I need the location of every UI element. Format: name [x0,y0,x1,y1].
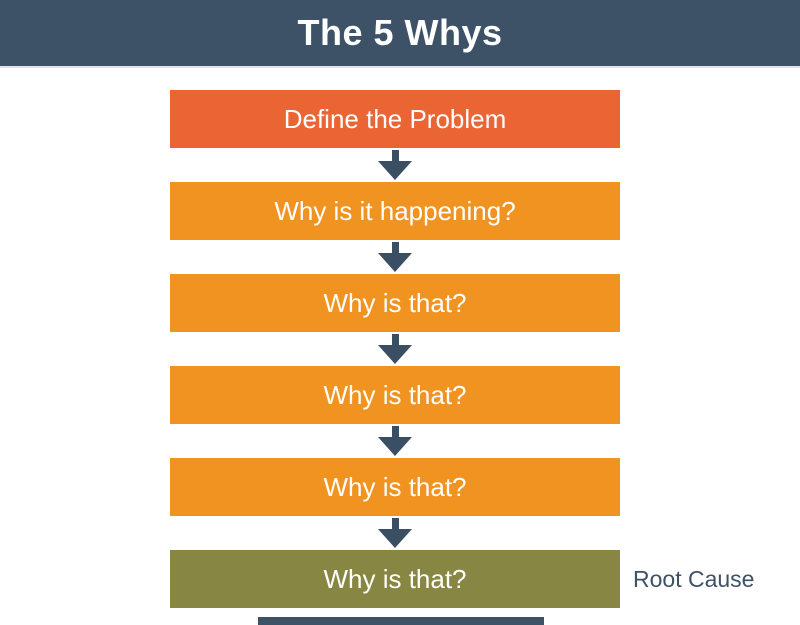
step-box: Define the Problem [170,90,620,148]
step-label: Define the Problem [283,103,507,134]
arrow-down-icon [378,148,412,182]
flow: Define the Problem Why is it happening? … [170,90,620,608]
step-label: Why is that? [323,563,467,594]
step-box: Why is that? [170,274,620,332]
step-label: Why is that? [323,471,467,502]
step-label: Why is that? [323,287,467,318]
step-label: Why is that? [323,379,467,410]
step-label: Why is it happening? [274,195,516,226]
arrow-down-icon [378,332,412,366]
footer-band [258,617,544,625]
title-band: The 5 Whys [0,0,800,68]
arrow-down-icon [378,240,412,274]
arrow-down-icon [378,424,412,458]
root-cause-label: Root Cause [633,566,755,592]
page-title: The 5 Whys [297,12,503,53]
arrow-down-icon [378,516,412,550]
step-box: Why is that? [170,458,620,516]
step-box: Why is that? [170,550,620,608]
step-box: Why is that? [170,366,620,424]
step-box: Why is it happening? [170,182,620,240]
